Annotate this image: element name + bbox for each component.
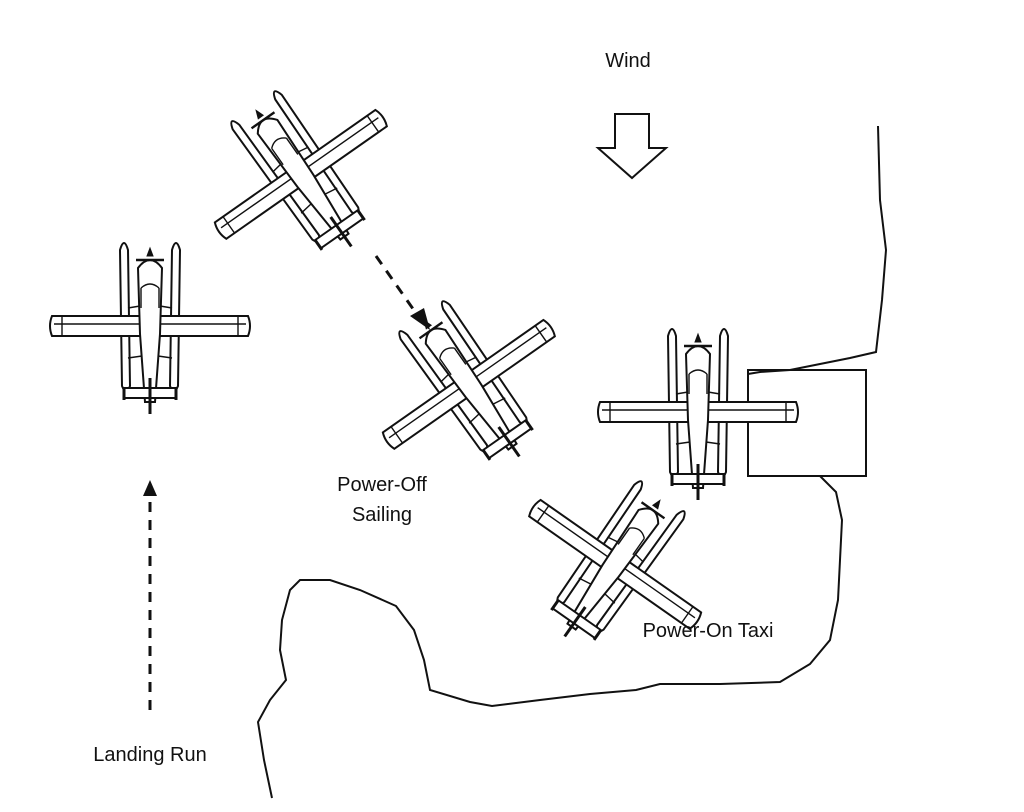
power-off-sailing-label: Power-Off Sailing [312, 470, 452, 530]
landing-run-label: Landing Run [93, 744, 207, 766]
landing-run-arrow [143, 480, 157, 710]
wind-arrow-icon [595, 113, 669, 180]
aircraft-weathervane-top-icon [169, 47, 435, 306]
aircraft-landing-run-icon [48, 241, 252, 416]
power-on-taxi-label: Power-On Taxi [642, 620, 774, 642]
sailing-arrow [374, 255, 430, 330]
power-off-label-line1: Power-Off [337, 474, 427, 496]
aircraft-docked-icon [596, 327, 800, 502]
wind-label: Wind [605, 50, 651, 72]
power-off-label-line2: Sailing [351, 504, 413, 526]
